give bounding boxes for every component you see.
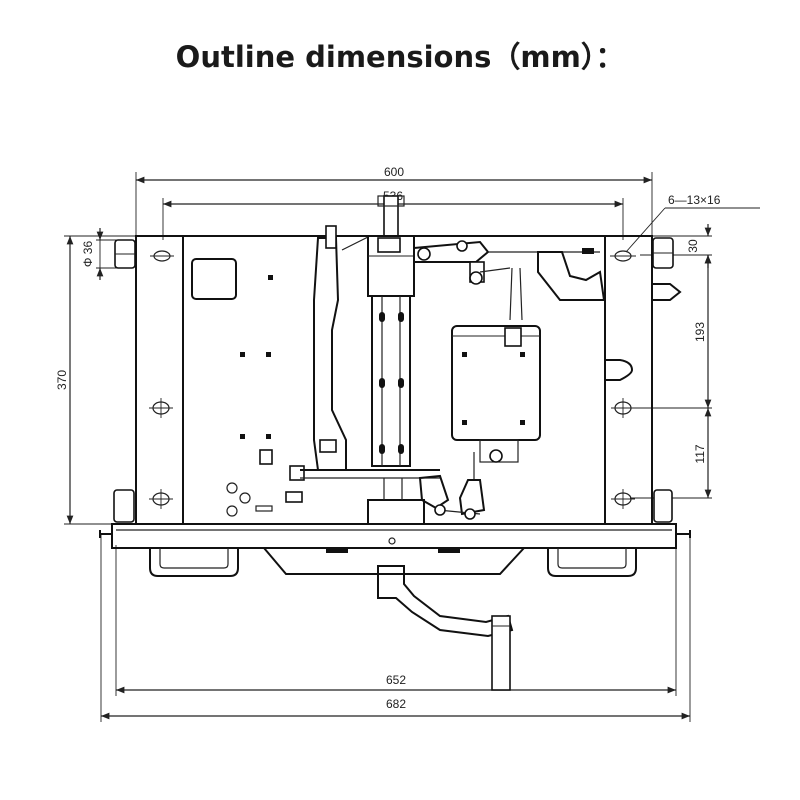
dimension-370: 370 — [55, 235, 182, 525]
hole-spec-callout: 6—13×16 — [625, 193, 760, 253]
panel-details — [191, 258, 305, 517]
dim-600-label: 600 — [384, 165, 404, 179]
right-bracket — [604, 283, 682, 381]
dim-phi36-label: Φ 36 — [81, 241, 95, 268]
dim-193-label: 193 — [693, 322, 707, 342]
dimension-193: 193 — [630, 254, 712, 409]
top-linkage — [413, 240, 606, 301]
bottom-handles — [149, 548, 637, 577]
left-linkage — [313, 225, 371, 471]
dim-682-label: 682 — [386, 697, 406, 711]
drive-tray — [263, 537, 525, 575]
mechanism-box — [451, 267, 541, 516]
dimension-652: 652 — [115, 545, 677, 696]
dim-370-label: 370 — [55, 370, 69, 390]
pole-column — [300, 195, 440, 525]
hole-spec-label: 6—13×16 — [668, 193, 721, 207]
dimension-phi36: Φ 36 — [81, 228, 124, 280]
dim-652-label: 652 — [386, 673, 406, 687]
dim-30-label: 30 — [686, 239, 700, 253]
crank-handle — [377, 565, 514, 691]
bolts — [113, 237, 674, 523]
dimension-117: 117 — [630, 408, 712, 499]
lower-link — [418, 474, 481, 520]
mounting-holes — [149, 250, 636, 509]
dimension-30: 30 — [640, 224, 712, 268]
diagram-title: Outline dimensions（mm）： — [175, 40, 625, 74]
dimension-682: 682 — [100, 535, 691, 722]
dim-117-label: 117 — [693, 444, 707, 463]
